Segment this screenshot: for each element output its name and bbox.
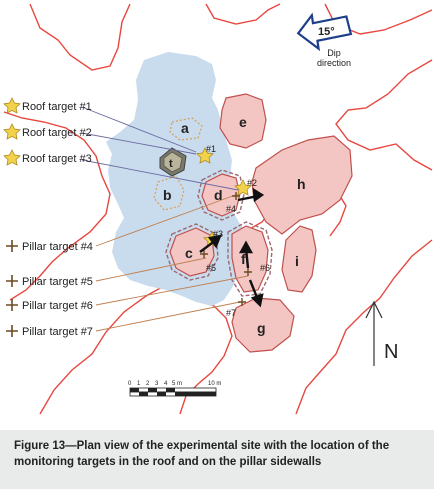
pillar-label-e: e xyxy=(239,114,247,130)
legend-pillar-target-5: Pillar target #5 xyxy=(22,276,93,288)
figure-caption: Figure 13—Plan view of the experimental … xyxy=(14,440,390,468)
legend-star-icon xyxy=(3,97,21,114)
pillar-label-i: i xyxy=(295,253,299,269)
legend-star-icon xyxy=(3,123,21,140)
pillars xyxy=(169,93,353,353)
monitored-outlines xyxy=(165,169,273,297)
target-star-2 xyxy=(234,179,252,196)
pillar-c xyxy=(169,227,215,277)
scale-tick-1: 1 xyxy=(137,381,141,387)
dip-direction-indicator: 15° Dip direction xyxy=(296,12,353,68)
pillar-h xyxy=(251,135,353,235)
roof-zone-a xyxy=(169,117,203,141)
legend-pillar-target-4: Pillar target #4 xyxy=(22,241,93,253)
pillar-label-c: c xyxy=(185,245,193,261)
legend-roof-target-2: Roof target #2 xyxy=(22,127,92,139)
legend-star-icon xyxy=(3,149,21,166)
dip-angle-label: 15° xyxy=(318,26,335,38)
scale-tick-4: 4 xyxy=(164,381,168,387)
target-star-1 xyxy=(196,147,214,164)
target-mark-2: #2 xyxy=(247,178,257,188)
target-mark-6: #6 xyxy=(260,263,270,273)
legend-roof-targets: Roof target #1 Roof target #2 Roof targe… xyxy=(3,97,92,166)
scale-bar: 0 1 2 3 4 5 m 10 m xyxy=(128,381,221,397)
north-label: N xyxy=(384,341,398,363)
target-mark-5: #5 xyxy=(206,263,216,273)
scale-tick-3: 3 xyxy=(155,381,159,387)
legend-pillar-target-6: Pillar target #6 xyxy=(22,300,93,312)
north-arrow xyxy=(365,300,383,366)
pillar-label-f: f xyxy=(241,251,246,267)
displacement-arrows xyxy=(199,187,265,308)
pillar-label-a: a xyxy=(181,120,189,136)
pillar-label-g: g xyxy=(257,320,266,336)
legend-pillar-targets: Pillar target #4 Pillar target #5 Pillar… xyxy=(6,240,93,338)
target-mark-4: #4 xyxy=(226,204,236,214)
figure-caption-panel: Figure 13—Plan view of the experimental … xyxy=(0,430,434,489)
dip-arrow-icon xyxy=(296,12,353,52)
pillar-f xyxy=(231,225,269,293)
target-mark-3: #3 xyxy=(213,229,223,239)
legend-crosshair-icon xyxy=(6,299,18,311)
scale-tick-2: 2 xyxy=(146,381,150,387)
roof-zones xyxy=(153,117,203,211)
pillar-label-h: h xyxy=(297,176,306,192)
dip-label-line2: direction xyxy=(317,58,351,68)
pillar-e xyxy=(219,93,267,149)
scale-tick-10: 10 m xyxy=(208,381,221,387)
pillar-i xyxy=(281,225,317,293)
legend-roof-target-3: Roof target #3 xyxy=(22,153,92,165)
scale-tick-5: 5 m xyxy=(172,381,182,387)
legend-crosshair-icon xyxy=(6,240,18,252)
legend-crosshair-icon xyxy=(6,275,18,287)
target-mark-1: #1 xyxy=(206,144,216,154)
plan-view-figure: a b c d e f g h i t #1 #2 xyxy=(3,3,433,415)
target-mark-7: #7 xyxy=(226,308,236,318)
dip-label-line1: Dip xyxy=(327,48,341,58)
pillar-g xyxy=(231,297,295,353)
pillar-label-d: d xyxy=(214,187,223,203)
pillar-t xyxy=(159,147,187,177)
leader-lines xyxy=(81,106,249,332)
legend-crosshair-icon xyxy=(6,325,18,337)
scale-tick-0: 0 xyxy=(128,381,132,387)
legend-pillar-target-7: Pillar target #7 xyxy=(22,326,93,338)
pillar-label-t: t xyxy=(169,158,173,170)
pillar-label-b: b xyxy=(163,187,172,203)
pillar-target-marks xyxy=(200,192,252,306)
legend-roof-target-1: Roof target #1 xyxy=(22,101,92,113)
